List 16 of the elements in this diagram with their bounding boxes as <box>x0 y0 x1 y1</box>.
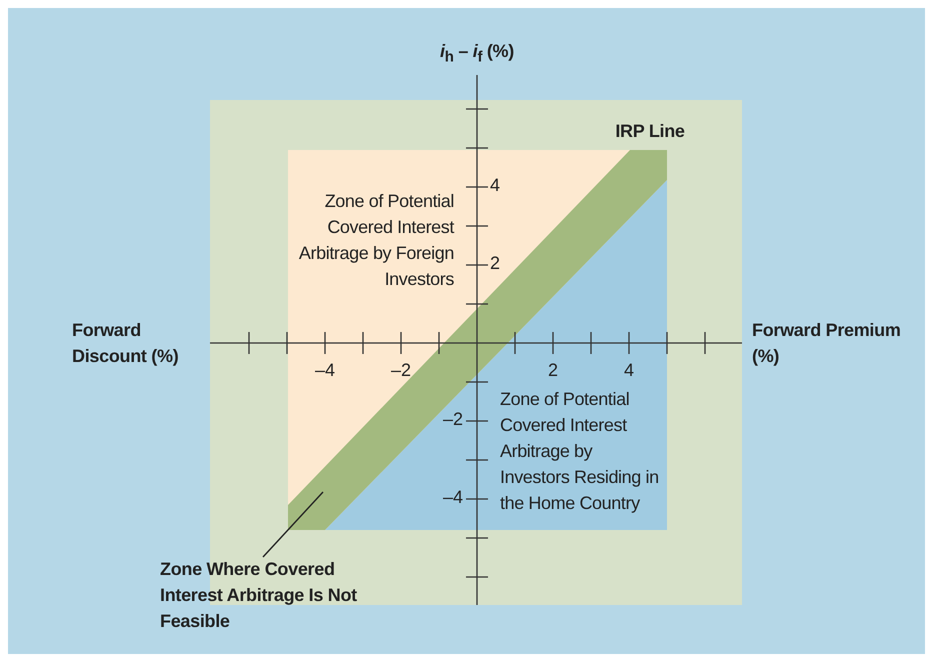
axis-title: i$_{h}$ – i$_{f}$ (%) <box>439 40 515 68</box>
zone-label: Zone of Potential Covered Interest Arbitrage by Foreign Investors <box>298 190 454 291</box>
tick-label: 2 <box>546 360 559 381</box>
axis-title: Forward Premium (%) <box>752 319 902 368</box>
zone-label: Zone Where Covered Interest Arbitrage Is Not Feasible <box>160 556 380 634</box>
tick-label: –2 <box>390 360 412 381</box>
leader-line <box>262 492 324 558</box>
tick-label: 4 <box>622 360 635 381</box>
tick-label: –4 <box>442 487 463 508</box>
tick-label: 2 <box>490 253 502 274</box>
line-label: IRP Line <box>614 120 686 143</box>
zone-label: Zone of Potential Covered Interest Arbitrage by Investors Residing in the Home Country <box>500 388 660 515</box>
axis-title: Forward Discount (%) <box>72 319 180 368</box>
tick-label: 4 <box>490 175 502 196</box>
tick-label: –4 <box>314 360 336 381</box>
tick-label: –2 <box>442 409 463 430</box>
